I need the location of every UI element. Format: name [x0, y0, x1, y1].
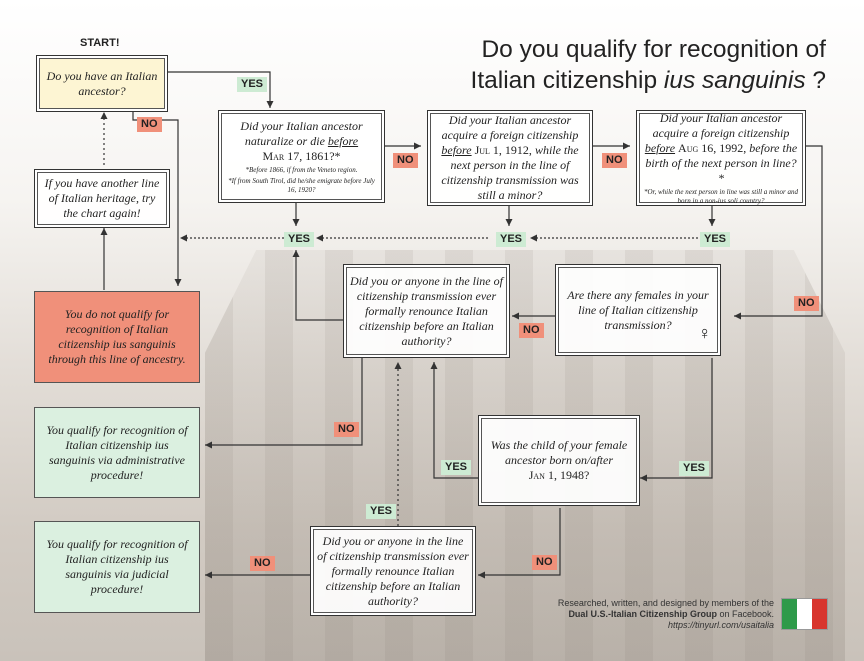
q2-date: Mar 17, 1861?*: [262, 148, 341, 163]
q3-date: Jul 1, 1912,: [474, 143, 532, 157]
tag-q1-no: NO: [137, 117, 162, 132]
chart-title: Do you qualify for recognition of Italia…: [471, 34, 826, 96]
arrow-q4-no: [734, 145, 823, 320]
tag-q4-yes: YES: [700, 232, 731, 247]
title-line-2: Italian citizenship ius sanguinis ?: [471, 65, 826, 96]
result-administrative: You qualify for recognition of Italian c…: [34, 407, 200, 498]
credit-line-1: Researched, written, and designed by mem…: [557, 598, 774, 608]
tag-renounce2-no: NO: [250, 556, 275, 571]
q3-before: before: [441, 143, 472, 157]
q4-note: *Or, while the next person in line was s…: [644, 187, 798, 205]
title-italic: ius sanguinis: [663, 67, 806, 94]
tag-q4-no: NO: [794, 296, 819, 311]
child-born-date: Jan 1, 1948?: [528, 468, 590, 482]
administrative-text: You qualify for recognition of Italian c…: [46, 422, 188, 482]
q2-before: before: [327, 133, 359, 148]
question-renounce-2: Did you or anyone in the line of citizen…: [310, 526, 476, 616]
q2-text: Did your Italian ancestor naturalize or …: [225, 119, 378, 164]
credit-text: Researched, written, and designed by mem…: [558, 598, 774, 631]
credit-line-2: Dual U.S.-Italian Citizenship Group on F…: [558, 609, 774, 620]
child-born-text: Was the child of your female ancestor bo…: [485, 438, 633, 483]
q3-text: Did your Italian ancestor acquire a fore…: [434, 113, 586, 203]
tag-q3-no: NO: [602, 153, 627, 168]
arrow-child-no: [478, 508, 561, 579]
arrow-q1-yes: [168, 71, 274, 108]
q3-rest: while the next person in the line of cit…: [441, 143, 579, 202]
arrow-renounce1-yes: [292, 250, 343, 321]
tag-females-yes: YES: [679, 461, 710, 476]
q4-text: Did your Italian ancestor acquire a fore…: [643, 111, 799, 186]
flag-green-stripe: [782, 599, 797, 629]
arrow-child-yes: [430, 362, 478, 479]
question-renounce-1: Did you or anyone in the line of citizen…: [343, 264, 510, 358]
credit-line-2-rest: on Facebook.: [716, 609, 774, 619]
q3-main: Did your Italian ancestor acquire a fore…: [441, 113, 579, 142]
q4-main: Did your Italian ancestor acquire a fore…: [652, 110, 790, 140]
q4-rest: before the birth of the next person in l…: [645, 140, 798, 185]
renounce-1-text: Did you or anyone in the line of citizen…: [350, 273, 503, 348]
judicial-text: You qualify for recognition of Italian c…: [46, 537, 188, 596]
credit-url: https://tinyurl.com/usaitalia: [667, 620, 774, 630]
flag-red-stripe: [812, 599, 827, 629]
tag-renounce2-yes: YES: [366, 504, 397, 519]
arrow-renounce1-no: [205, 358, 363, 449]
retry-another-line: If you have another line of Italian heri…: [34, 169, 170, 228]
females-text: Are there any females in your line of It…: [567, 287, 709, 332]
result-not-qualify: You do not qualify for recognition of It…: [34, 291, 200, 383]
title-line-1: Do you qualify for recognition of: [481, 36, 826, 63]
q4-before: before: [644, 140, 676, 155]
child-born-main: Was the child of your female ancestor bo…: [490, 438, 628, 467]
arrow-females-yes: [640, 358, 713, 482]
tag-child-no: NO: [532, 555, 557, 570]
q2-main: Did your Italian ancestor naturalize or …: [240, 118, 363, 148]
title-suffix: ?: [805, 67, 826, 94]
flag-white-stripe: [797, 599, 812, 629]
credit-group-name: Dual U.S.-Italian Citizenship Group: [568, 609, 717, 619]
question-naturalize-1861: Did your Italian ancestor naturalize or …: [218, 110, 385, 203]
female-symbol-icon: ♀: [698, 323, 712, 343]
question-italian-ancestor-text: Do you have an Italian ancestor?: [46, 68, 158, 98]
question-females-in-line: Are there any females in your line of It…: [555, 264, 721, 356]
renounce-2-text: Did you or anyone in the line of citizen…: [317, 533, 469, 608]
italian-flag-icon: [781, 598, 828, 630]
question-foreign-citizenship-1912: Did your Italian ancestor acquire a fore…: [427, 110, 593, 206]
q2-note-1: *Before 1866, if from the Veneto region.: [245, 165, 358, 174]
q4-date: Aug 16, 1992,: [678, 140, 747, 155]
tag-q2-no: NO: [393, 153, 418, 168]
question-italian-ancestor: Do you have an Italian ancestor?: [36, 55, 168, 112]
tag-q1-yes: YES: [237, 77, 268, 92]
not-qualify-text: You do not qualify for recognition of It…: [48, 307, 186, 366]
tag-child-yes: YES: [441, 460, 472, 475]
title-prefix: Italian citizenship: [470, 67, 664, 94]
retry-text: If you have another line of Italian heri…: [44, 176, 160, 220]
question-foreign-citizenship-1992: Did your Italian ancestor acquire a fore…: [636, 110, 806, 206]
tag-renounce1-no: NO: [334, 422, 359, 437]
result-judicial: You qualify for recognition of Italian c…: [34, 521, 200, 613]
start-label: START!: [80, 37, 120, 49]
question-child-born-1948: Was the child of your female ancestor bo…: [478, 415, 640, 506]
q2-note-2: *If from South Tirol, did he/she emigrat…: [228, 176, 375, 194]
tag-females-no: NO: [519, 323, 544, 338]
tag-q3-yes: YES: [496, 232, 527, 247]
tag-q2-yes: YES: [284, 232, 315, 247]
